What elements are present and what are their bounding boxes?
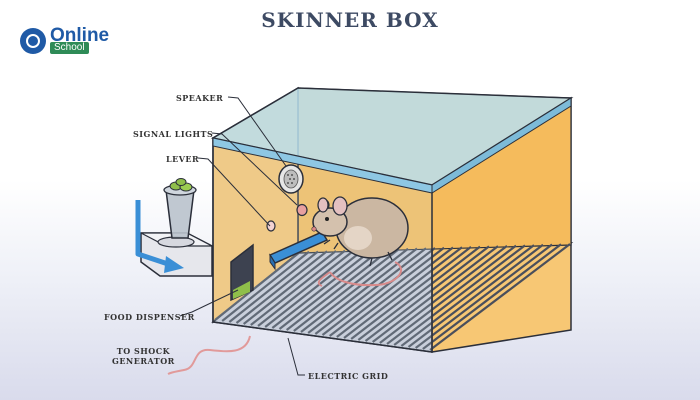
- glass-top-rim-right: [431, 97, 572, 194]
- grid-bar: [300, 247, 409, 333]
- grid-bar: [214, 251, 301, 321]
- speaker-icon: [278, 164, 304, 194]
- label-food-dispenser: FOOD DISPENSER: [104, 312, 195, 322]
- logo-badge-icon: [20, 28, 46, 54]
- food-cup-dispenser: [140, 178, 213, 277]
- grid-bar: [422, 243, 562, 350]
- grid-bar: [307, 247, 418, 334]
- grid-bar: [379, 244, 508, 344]
- label-signal-lights: SIGNAL LIGHTS: [133, 129, 214, 139]
- grid-bar: [336, 246, 454, 338]
- grid-bar: [400, 244, 535, 347]
- grid-bar: [371, 245, 499, 343]
- grid-bar: [293, 248, 400, 332]
- online-school-logo: Online School: [20, 26, 116, 56]
- food-dispenser-opening: [230, 243, 254, 302]
- label-shock-line1: TO SHOCK: [116, 346, 171, 356]
- grid-bar: [264, 249, 364, 328]
- grid-bar: [228, 250, 319, 323]
- grid-bar: [328, 246, 445, 337]
- label-shock-generator: TO SHOCK GENERATOR: [112, 346, 175, 366]
- flow-arrow-icon: [135, 200, 184, 273]
- grid-bar: [257, 249, 355, 327]
- grid-bar: [364, 245, 490, 342]
- grid-bar: [321, 247, 436, 336]
- grid-bar: [386, 244, 517, 345]
- grid-bar: [343, 246, 463, 339]
- grid-bar: [242, 250, 337, 325]
- grid-bar: [415, 243, 553, 349]
- page-title: SKINNER BOX: [261, 8, 439, 32]
- logo-text: Online: [50, 25, 110, 46]
- shock-cable: [167, 335, 251, 375]
- grid-bar: [285, 248, 391, 331]
- label-lever: LEVER: [166, 154, 200, 164]
- label-electric-grid: ELECTRIC GRID: [308, 371, 389, 381]
- grid-bar: [350, 246, 472, 340]
- grid-bar: [314, 247, 427, 335]
- grid-bar: [278, 248, 382, 330]
- lever-icon: [268, 231, 329, 271]
- grid-bar: [429, 243, 571, 351]
- grid-bar: [250, 249, 346, 326]
- label-speaker: SPEAKER: [176, 93, 224, 103]
- grid-bar: [407, 243, 544, 348]
- logo-subtext: School: [50, 42, 89, 54]
- rat-illustration: [311, 196, 409, 287]
- grid-bar: [393, 244, 526, 346]
- grid-bar: [271, 249, 373, 329]
- grid-bar: [235, 250, 328, 324]
- label-shock-line2: GENERATOR: [112, 356, 175, 366]
- grid-bar: [221, 250, 310, 322]
- leader-lines: [179, 96, 305, 376]
- electric-grid: [214, 243, 571, 351]
- grid-bar: [357, 245, 481, 341]
